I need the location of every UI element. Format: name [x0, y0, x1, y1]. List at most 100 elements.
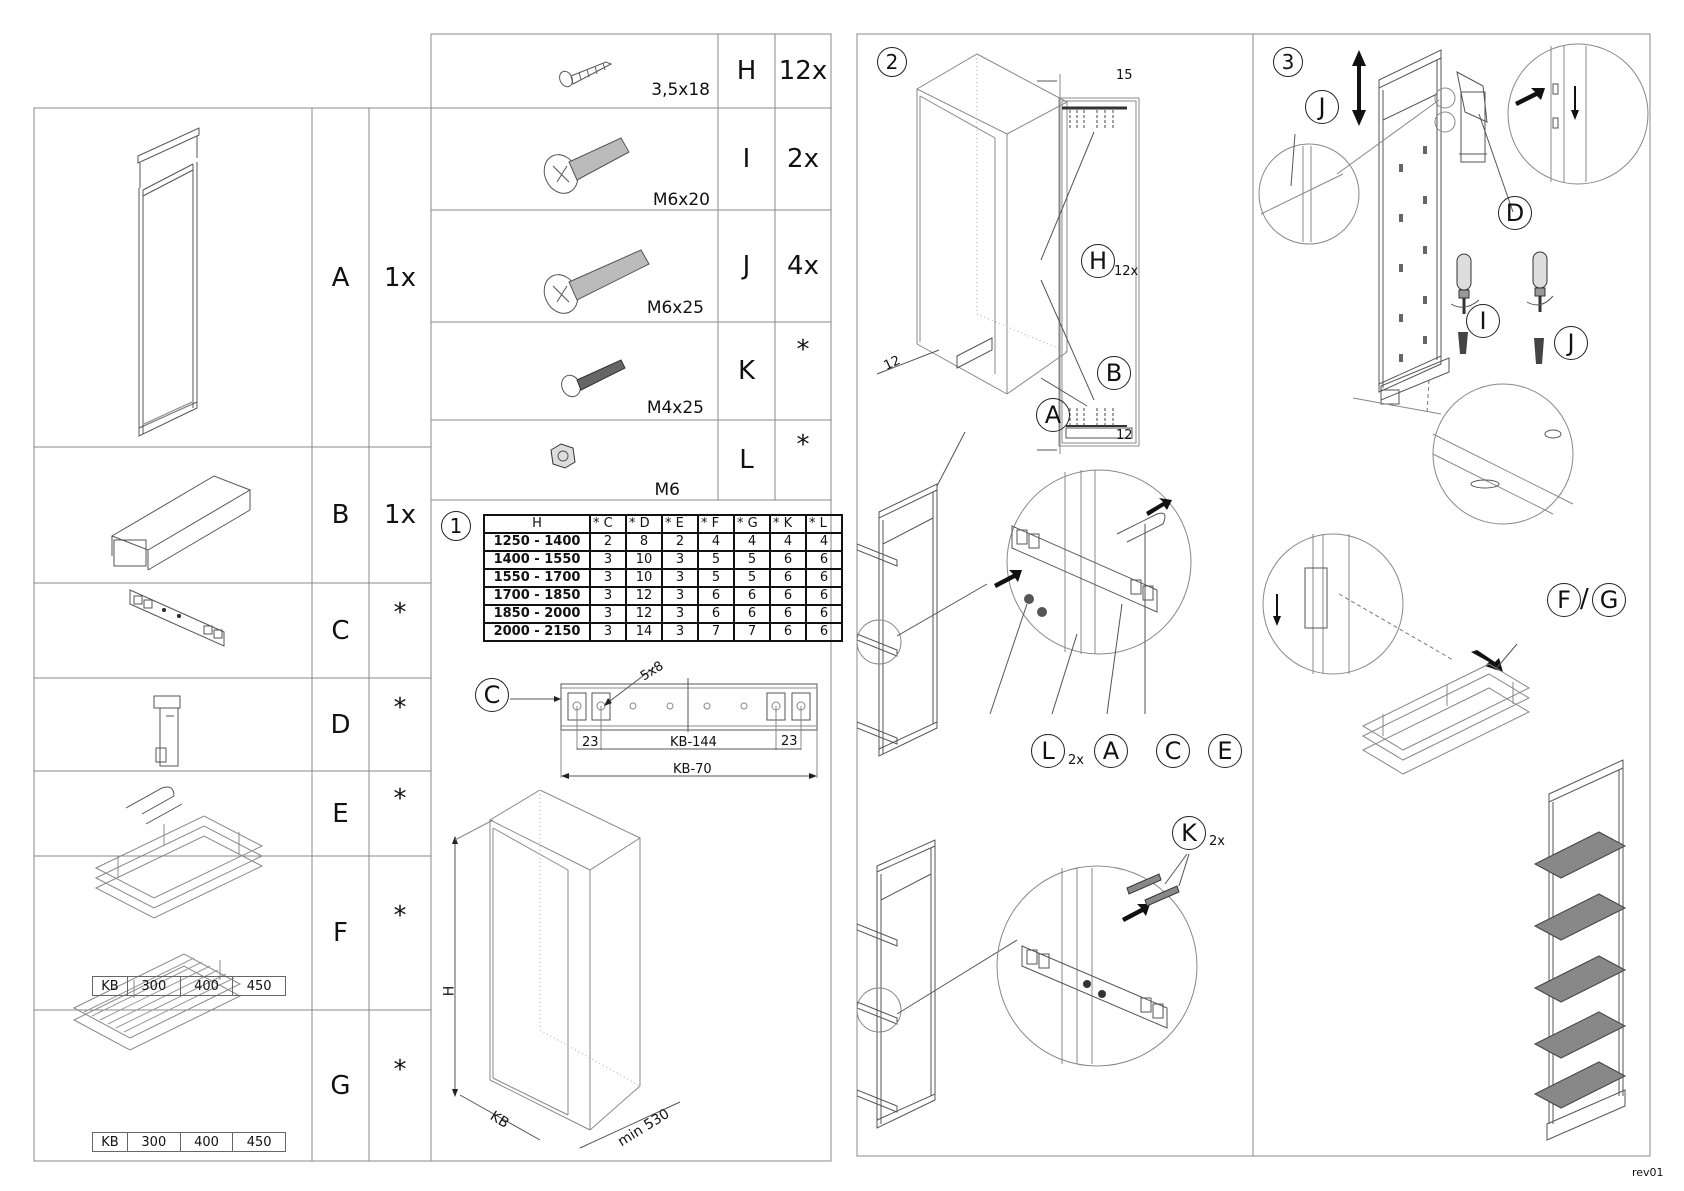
cell: 2: [589, 532, 627, 552]
cell: 6: [805, 568, 843, 588]
cell: 6: [697, 604, 735, 624]
height-range: 1400 - 1550: [483, 550, 591, 570]
channel-b-drawing: [110, 475, 252, 571]
hardware-j-letter: J: [742, 251, 751, 281]
cell: 3: [661, 622, 699, 642]
hardware-l-letter: L: [739, 445, 754, 475]
hardware-i-letter: I: [742, 144, 751, 174]
col-header: * D: [625, 514, 663, 534]
kb-label: KB: [92, 1132, 128, 1152]
callout-l: L: [1031, 734, 1065, 768]
hardware-k-qty: *: [796, 335, 810, 365]
part-d-qty: *: [393, 693, 407, 723]
cell: 6: [805, 550, 843, 570]
cell: 4: [769, 532, 807, 552]
cabinet-height-label: H: [441, 985, 458, 997]
part-c-qty: *: [393, 598, 407, 628]
table-row: 2000 - 2150 3 14 3 7 7 6 6: [483, 622, 843, 642]
table-row: 1400 - 1550 3 10 3 5 5 6 6: [483, 550, 843, 570]
cell: 6: [733, 604, 771, 624]
assembled-unit: [1533, 759, 1627, 1141]
rail-c-drawing: [129, 589, 225, 647]
screwdriver-i-icon: [1450, 253, 1480, 354]
height-range: 1850 - 2000: [483, 604, 591, 624]
dim-overall: KB-70: [673, 762, 712, 777]
hardware-i-dim: M6x20: [652, 190, 710, 210]
basket-f-size-table: KB 300 400 450: [92, 976, 286, 996]
callout-a-top: A: [1036, 398, 1070, 432]
kb-size: 400: [179, 976, 234, 996]
slot-detail: [1507, 43, 1649, 185]
part-b-qty: 1x: [384, 500, 416, 530]
cell: 10: [625, 568, 663, 588]
cell: 4: [805, 532, 843, 552]
part-f-qty: *: [393, 901, 407, 931]
hardware-i-qty: 2x: [787, 144, 819, 174]
callout-c-step2: C: [1156, 734, 1190, 768]
cell: 6: [697, 586, 735, 606]
cell: 6: [769, 622, 807, 642]
table-row: 1700 - 1850 3 12 3 6 6 6 6: [483, 586, 843, 606]
part-c-letter: C: [331, 615, 350, 646]
hardware-k-dim: M4x25: [646, 398, 704, 418]
cabinet-drawing: [452, 790, 681, 1149]
cabinet-side-section: [1037, 74, 1140, 454]
kb-label: KB: [92, 976, 128, 996]
callout-j: J: [1554, 326, 1588, 360]
callout-h-qty: 12x: [1114, 264, 1139, 279]
col-header: * L: [805, 514, 843, 534]
basket-g-size-table: KB 300 400 450: [92, 1132, 286, 1152]
frame-with-hooks: [1378, 49, 1456, 405]
bolt-j-icon: [543, 249, 650, 314]
cell: 3: [589, 604, 627, 624]
col-header: * G: [733, 514, 771, 534]
col-header: * C: [589, 514, 627, 534]
hook-detail: [1262, 533, 1503, 675]
cell: 6: [805, 622, 843, 642]
step-1-badge: 1: [441, 511, 471, 541]
basket-detail: [1361, 643, 1531, 775]
bolt-k-icon: [561, 359, 626, 398]
dim-bottom-gap: 12: [1116, 428, 1133, 443]
cell: 7: [697, 622, 735, 642]
frame-a-with-rails: [857, 431, 988, 757]
basket-f-drawing: [94, 815, 264, 919]
part-a-qty: 1x: [384, 262, 416, 293]
quantity-table: H * C * D * E * F * G * K * L 1250 - 140…: [483, 514, 843, 642]
cell: 4: [733, 532, 771, 552]
callout-e: E: [1208, 734, 1242, 768]
cell: 8: [625, 532, 663, 552]
pin-e-drawing: [125, 786, 183, 825]
step-3-drawings: [1258, 43, 1649, 1141]
nut-l-icon: [550, 443, 576, 469]
bolt-attach-detail: [996, 853, 1198, 1067]
height-range: 2000 - 2150: [483, 622, 591, 642]
rail-dimension-drawing: [510, 665, 818, 779]
cell: 3: [661, 604, 699, 624]
cell: 3: [589, 622, 627, 642]
quantity-table-header: H * C * D * E * F * G * K * L: [483, 514, 843, 534]
callout-c: C: [475, 678, 509, 712]
col-header: * F: [697, 514, 735, 534]
part-g-qty: *: [393, 1055, 407, 1085]
kb-size: 300: [127, 1132, 181, 1152]
col-header: * K: [769, 514, 807, 534]
cell: 12: [625, 586, 663, 606]
callout-j-top: J: [1305, 90, 1339, 124]
parts-drawings: [72, 127, 264, 1051]
part-a-letter: A: [331, 262, 350, 293]
cell: 6: [769, 550, 807, 570]
height-adjust-arrow-icon: [1352, 50, 1366, 126]
hardware-l-dim: M6: [654, 480, 680, 500]
wood-screw-h-icon: [559, 61, 613, 88]
cell: 3: [661, 568, 699, 588]
kb-size: 400: [179, 1132, 234, 1152]
basket-g-drawing: [72, 953, 242, 1051]
cell: 2: [661, 532, 699, 552]
screwdriver-j-icon: [1526, 251, 1554, 364]
callout-separator: /: [1580, 584, 1589, 614]
hardware-drawings: [543, 61, 650, 469]
height-range: 1250 - 1400: [483, 532, 591, 552]
cell: 12: [625, 604, 663, 624]
